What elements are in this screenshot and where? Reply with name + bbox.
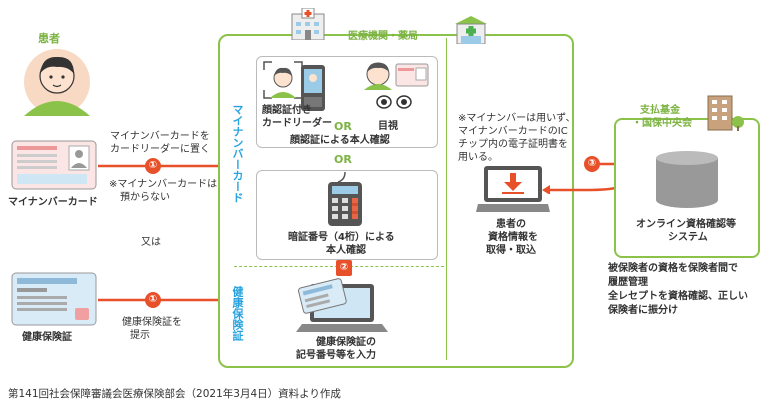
- fund-desc-3: 全レセプトを資格確認、正しい: [608, 291, 748, 302]
- face-reader-text1: 顔認証付き: [262, 105, 312, 116]
- step3-badge: ③: [584, 156, 600, 172]
- obtain-text2: 資格情報を: [488, 232, 538, 243]
- clinic-label: 医療機関・薬局: [348, 31, 418, 42]
- pin-confirm-text1: 暗証番号（4桁）による: [288, 232, 395, 243]
- step2-badge: ②: [336, 260, 352, 276]
- arrow-card-reader: [98, 161, 226, 171]
- arrow1-bottom-text2: 提示: [130, 330, 150, 341]
- arrow1-top-text2: カードリーダーに置く: [110, 144, 210, 155]
- mynumber-card-image: [11, 140, 97, 190]
- arrow1-bottom-text1: 健康保険証を: [122, 317, 182, 328]
- pin-confirm-text2: 本人確認: [326, 245, 366, 256]
- pharmacy-icon: [455, 16, 487, 44]
- hospital-icon: [291, 8, 325, 40]
- face-confirm-label: 顔認証による本人確認: [290, 135, 390, 146]
- ic-note-3: チップ内の電子証明書を: [458, 139, 568, 150]
- visual-check-icon: [364, 62, 429, 109]
- insurance-laptop-icon: [296, 278, 388, 332]
- face-reader-text2: カードリーダー: [262, 118, 332, 129]
- or-label-2: OR: [334, 153, 352, 166]
- insurance-input-text1: 健康保険証の: [316, 337, 376, 348]
- arrow1-top-note1: ※マイナンバーカードは: [109, 179, 218, 190]
- ic-note-2: マイナンバーカードのIC: [458, 126, 568, 137]
- insurance-section-label: 健康保険証: [231, 286, 244, 341]
- fund-label-2: ・国保中央会: [632, 118, 692, 129]
- ic-note-4: 用いる。: [458, 152, 498, 163]
- step1-bottom-badge: ①: [145, 292, 161, 308]
- vertical-divider: [446, 38, 447, 360]
- or-label-1: OR: [334, 120, 352, 133]
- patient-label: 患者: [38, 32, 60, 45]
- obtain-text3: 取得・取込: [486, 245, 536, 256]
- card-reader-icon: [301, 65, 325, 111]
- source-note: 第141回社会保障審議会医療保険部会（2021年3月4日）資料より作成: [8, 388, 341, 400]
- fund-desc-1: 被保険者の資格を保険者間で: [608, 263, 738, 274]
- insurance-input-text2: 記号番号等を入力: [296, 350, 376, 361]
- system-text1: オンライン資格確認等: [636, 219, 736, 230]
- system-text2: システム: [668, 232, 708, 243]
- fund-desc-4: 保険者に振分け: [608, 305, 678, 316]
- arrow-present-card: [98, 295, 226, 305]
- obtain-laptop-icon: [476, 166, 550, 212]
- patient-illustration: [24, 49, 90, 116]
- pin-pad-icon: [328, 172, 362, 226]
- obtain-text1: 患者の: [496, 219, 526, 230]
- or-text: 又は: [141, 237, 161, 248]
- database-icon: [656, 151, 718, 208]
- mynumber-card-label: マイナンバーカード: [8, 197, 98, 208]
- fund-label-1: 支払基金: [640, 105, 680, 116]
- ic-note-1: ※マイナンバーは用いず、: [458, 113, 576, 124]
- step1-top-badge: ①: [145, 158, 161, 174]
- insurance-card-label: 健康保険証: [22, 332, 72, 343]
- mynumber-section-label: マイナンバーカード: [231, 104, 244, 203]
- arrow1-top-note2: 預からない: [120, 192, 170, 203]
- face-scan-icon: [263, 61, 303, 99]
- office-building-icon: [707, 95, 744, 131]
- fund-desc-2: 履歴管理: [608, 277, 648, 288]
- insurance-card-image: [11, 272, 97, 326]
- visual-check-label: 目視: [378, 121, 398, 132]
- arrow1-top-text1: マイナンバーカードを: [110, 131, 210, 142]
